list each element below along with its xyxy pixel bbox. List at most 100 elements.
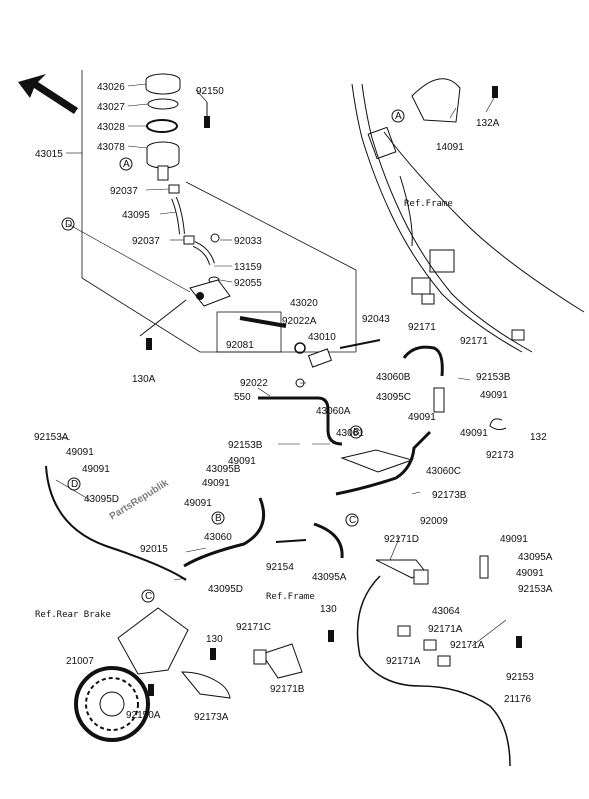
reservoir-cap-43026[interactable]	[145, 73, 181, 95]
hose-43095[interactable]	[171, 196, 185, 235]
label-49091-j: 49091	[516, 568, 544, 579]
bracket-92173A[interactable]	[180, 671, 231, 699]
svg-text:A: A	[123, 159, 130, 170]
label-49091-d: 49091	[66, 447, 94, 458]
label-43064: 43064	[432, 606, 460, 617]
clevis-43010[interactable]	[307, 348, 333, 368]
reservoir-plate-43027[interactable]	[147, 98, 179, 110]
label-49091-h: 49091	[184, 498, 212, 509]
pipe-43060B[interactable]	[402, 345, 444, 377]
label-43010: 43010	[308, 332, 336, 343]
label-43028: 43028	[97, 122, 125, 133]
svg-text:D: D	[71, 479, 78, 490]
pipe-43060A[interactable]	[258, 396, 343, 446]
label-130A: 130A	[132, 374, 156, 385]
bolt-130-right[interactable]	[328, 630, 334, 642]
hose-43095A[interactable]	[313, 522, 344, 559]
ref-frame-bottom: Ref.Frame	[266, 592, 315, 602]
label-92153B: 92153B	[476, 372, 511, 383]
clip-92171A-1[interactable]	[397, 625, 411, 637]
label-92171A-3: 92171A	[386, 656, 421, 667]
label-43020: 43020	[290, 298, 318, 309]
bolt-92153[interactable]	[516, 636, 522, 648]
reservoir-tank-43078[interactable]	[146, 141, 180, 181]
label-43095D: 43095D	[84, 494, 119, 505]
bolt-92154[interactable]	[275, 539, 307, 543]
label-92150: 92150	[196, 86, 224, 97]
label-92173B: 92173B	[432, 490, 467, 501]
hose-fitting-13159[interactable]	[192, 241, 215, 265]
label-49091-b: 49091	[408, 412, 436, 423]
label-49091-c: 49091	[460, 428, 488, 439]
label-43061: 43061	[336, 428, 364, 439]
bolt-92150[interactable]	[204, 102, 210, 128]
callout-c-caliper: C	[141, 589, 155, 603]
guide-92171B[interactable]	[261, 643, 303, 679]
push-rod-92081[interactable]	[239, 316, 287, 328]
cover-14091[interactable]	[411, 78, 461, 123]
clip-92171A-2[interactable]	[423, 639, 437, 651]
o-ring-92022A[interactable]	[294, 342, 306, 354]
abs-sensor-lead-21176[interactable]	[356, 575, 511, 767]
label-92153A-b: 92153A	[518, 584, 553, 595]
label-92171D: 92171D	[384, 534, 419, 545]
label-92150A: 92150A	[126, 710, 161, 721]
label-92033: 92033	[234, 236, 262, 247]
label-92037-b: 92037	[132, 236, 160, 247]
callout-b-bracket: B	[349, 425, 363, 439]
svg-text:C: C	[145, 591, 152, 602]
label-130-b: 130	[320, 604, 337, 615]
sensor-43064[interactable]	[413, 569, 429, 585]
label-43060B: 43060B	[376, 372, 411, 383]
clip-92171A-3[interactable]	[437, 655, 451, 667]
label-92009: 92009	[420, 516, 448, 527]
label-43095: 43095	[122, 210, 150, 221]
fitting-43095A-right[interactable]	[479, 555, 489, 579]
label-92153A: 92153A	[34, 432, 69, 443]
label-43060A: 43060A	[316, 406, 351, 417]
bracket-92173[interactable]	[489, 418, 507, 431]
label-92171B: 92171B	[270, 684, 305, 695]
label-92153: 92153	[506, 672, 534, 683]
pipe-43060[interactable]	[183, 497, 265, 568]
part-labels: 43026 43027 43028 43078 43015 92150 9203…	[34, 82, 553, 723]
brake-disc-21007[interactable]	[74, 666, 150, 742]
clip-92171C[interactable]	[253, 649, 267, 665]
label-21007: 21007	[66, 656, 94, 667]
clamp-92171-right[interactable]	[511, 329, 525, 341]
bracket-43061[interactable]	[340, 449, 414, 473]
clamp-92037-lower[interactable]	[183, 235, 195, 245]
master-cylinder-group-frame	[81, 70, 357, 353]
bolt-92150A[interactable]	[148, 684, 154, 696]
leader-lines	[55, 83, 507, 647]
master-cylinder-body[interactable]	[139, 279, 231, 337]
label-21176: 21176	[504, 694, 532, 705]
label-92081: 92081	[226, 340, 254, 351]
label-43026: 43026	[97, 82, 125, 93]
bolt-130-left[interactable]	[210, 648, 216, 660]
circlip-92033[interactable]	[210, 233, 220, 243]
label-132: 132	[530, 432, 547, 443]
bolt-130A[interactable]	[146, 338, 152, 350]
callout-d-hose: D	[67, 477, 81, 491]
fitting-43095C[interactable]	[433, 387, 445, 413]
label-92037-a: 92037	[110, 186, 138, 197]
clamp-92037-upper[interactable]	[168, 184, 180, 194]
clamp-92171-frame[interactable]	[421, 293, 435, 305]
hose-43095D[interactable]	[45, 465, 187, 581]
pin-92043[interactable]	[339, 339, 381, 349]
frame-section	[351, 83, 585, 353]
callout-a-frame: A	[391, 109, 405, 123]
label-43095B: 43095B	[206, 464, 241, 475]
pipe-43060C[interactable]	[335, 430, 432, 496]
diaphragm-43028[interactable]	[146, 119, 178, 133]
label-92171A-2: 92171A	[450, 640, 485, 651]
front-direction-arrow-icon	[18, 74, 78, 114]
label-43095C: 43095C	[376, 392, 411, 403]
bolt-132A[interactable]	[492, 86, 498, 98]
label-92154: 92154	[266, 562, 294, 573]
label-92015: 92015	[140, 544, 168, 555]
label-49091-g: 49091	[202, 478, 230, 489]
label-92171A-1: 92171A	[428, 624, 463, 635]
